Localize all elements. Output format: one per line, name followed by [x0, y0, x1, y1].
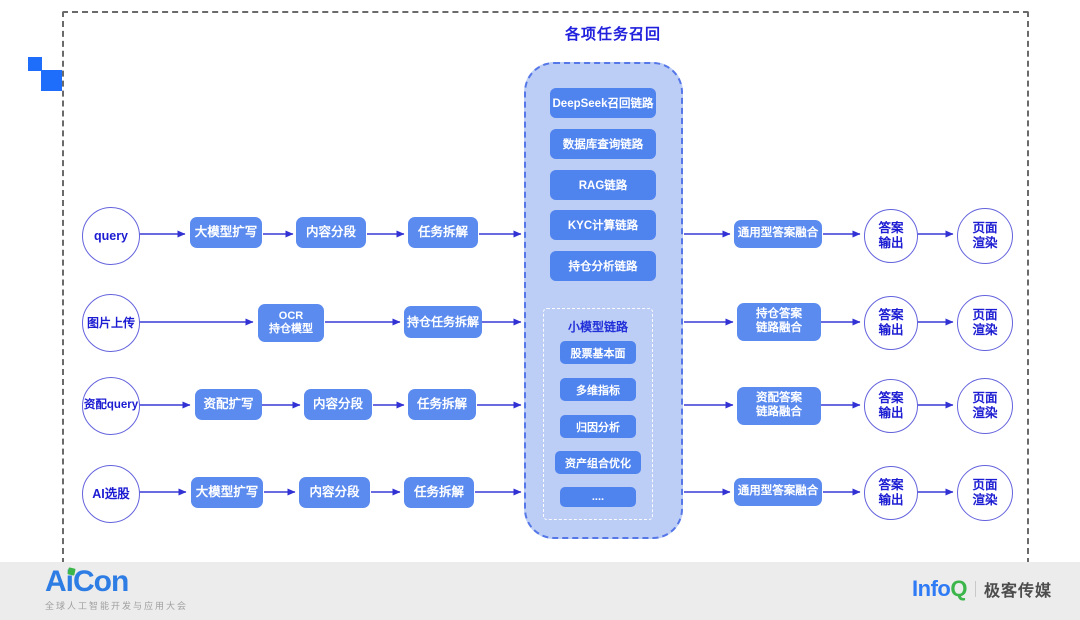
task-recall-panel: DeepSeek召回链路 数据库查询链路 RAG链路 KYC计算链路 持仓分析链… [524, 62, 683, 539]
step-node-llm-expand-row4: 大模型扩写 [191, 477, 263, 508]
small-model-node-attribution-analysis: 归因分析 [560, 415, 636, 438]
small-model-node-portfolio-optimization: 资产组合优化 [555, 451, 641, 474]
chain-node-rag: RAG链路 [550, 170, 656, 200]
conference-logo: AiCon 全球人工智能开发与应用大会 [45, 566, 188, 612]
small-model-panel: 小模型链路 股票基本面 多维指标 归因分析 资产组合优化 .... [543, 308, 653, 520]
chain-node-deepseek-recall: DeepSeek召回链路 [550, 88, 656, 118]
fusion-node-row3: 资配答案 链路融合 [737, 387, 821, 425]
conference-logo-text: AiCon [45, 565, 129, 598]
diagram-title: 各项任务召回 [564, 26, 661, 43]
deco-square-small [28, 57, 42, 71]
conference-logo-accent [67, 567, 76, 576]
step-node-task-split-row1: 任务拆解 [408, 217, 478, 248]
deco-square-large [41, 70, 62, 91]
footer-band: AiCon 全球人工智能开发与应用大会 InfoQ 极客传媒 [0, 562, 1080, 620]
chain-node-position-analysis: 持仓分析链路 [550, 251, 656, 281]
answer-output-node-row3: 答案 输出 [864, 379, 918, 433]
source-node-image-upload: 图片上传 [82, 294, 140, 352]
answer-output-node-row1: 答案 输出 [864, 209, 918, 263]
answer-output-node-row4: 答案 输出 [864, 466, 918, 520]
conference-tagline: 全球人工智能开发与应用大会 [45, 600, 189, 611]
small-model-panel-title: 小模型链路 [567, 320, 628, 334]
small-model-node-more: .... [560, 487, 636, 507]
step-node-ocr-position-model: OCR 持仓模型 [258, 304, 324, 342]
step-node-position-task-split: 持仓任务拆解 [404, 306, 482, 338]
source-node-allocation-query: 资配query [82, 377, 140, 435]
media-logo-divider [974, 581, 976, 597]
step-node-llm-expand-row1: 大模型扩写 [190, 217, 262, 248]
answer-output-node-row2: 答案 输出 [864, 296, 918, 350]
source-node-query: query [82, 207, 140, 265]
fusion-node-row1: 通用型答案融合 [734, 220, 822, 248]
fusion-node-row2: 持仓答案 链路融合 [737, 303, 821, 341]
fusion-node-row4: 通用型答案融合 [734, 478, 822, 506]
step-node-task-split-row3: 任务拆解 [408, 389, 476, 420]
small-model-node-stock-fundamentals: 股票基本面 [560, 341, 636, 364]
chain-node-db-query: 数据库查询链路 [550, 129, 656, 159]
page-render-node-row3: 页面 渲染 [957, 378, 1013, 434]
page-render-node-row4: 页面 渲染 [957, 465, 1013, 521]
source-node-ai-stock-pick: AI选股 [82, 465, 140, 523]
small-model-node-multidim-metrics: 多维指标 [560, 378, 636, 401]
step-node-content-segment-row4: 内容分段 [299, 477, 370, 508]
page-render-node-row1: 页面 渲染 [957, 208, 1013, 264]
step-node-content-segment-row1: 内容分段 [296, 217, 366, 248]
media-logo: InfoQ 极客传媒 [912, 576, 1052, 602]
step-node-task-split-row4: 任务拆解 [404, 477, 474, 508]
chain-node-kyc-compute: KYC计算链路 [550, 210, 656, 240]
step-node-allocation-expand: 资配扩写 [195, 389, 262, 420]
infoq-logo-q: Q [950, 576, 967, 601]
media-brand-name: 极客传媒 [983, 583, 1052, 600]
step-node-content-segment-row3: 内容分段 [304, 389, 372, 420]
page-render-node-row2: 页面 渲染 [957, 295, 1013, 351]
infoq-logo-info: Info [912, 576, 951, 601]
infoq-logo: InfoQ [912, 576, 967, 602]
